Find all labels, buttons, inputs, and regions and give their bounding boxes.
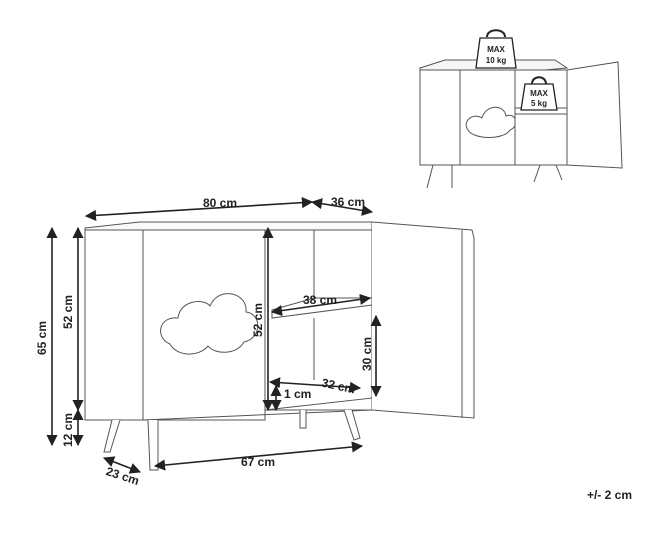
dim-shelf-depth: 32 cm (320, 376, 356, 397)
dim-width-total: 80 cm (203, 196, 237, 210)
small-cabinet-drawing (419, 59, 623, 189)
dim-depth-total: 36 cm (331, 195, 365, 209)
dim-shelf-gap: 30 cm (360, 337, 374, 371)
weight-icon-5kg: MAX 5 kg (520, 76, 558, 111)
cloud-cutout (160, 293, 259, 355)
weight-top-label: MAX (487, 45, 505, 54)
dim-depth-legs: 23 cm (104, 464, 141, 488)
weight-shelf-label: MAX (530, 89, 548, 98)
dim-shelf-width: 38 cm (303, 293, 337, 307)
dim-height-body: 52 cm (61, 295, 75, 329)
main-cabinet-drawing (84, 221, 475, 471)
weight-icon-10kg: MAX 10 kg (475, 29, 517, 69)
dim-height-legs: 12 cm (61, 413, 75, 447)
weight-shelf-value: 5 kg (531, 99, 547, 108)
dim-bottom-gap: 1 cm (284, 387, 311, 401)
dim-inner-height: 52 cm (251, 303, 265, 337)
weight-top-value: 10 kg (486, 56, 507, 65)
tolerance-note: +/- 2 cm (586, 488, 632, 502)
dim-height-total: 65 cm (35, 321, 49, 355)
dim-width-legs: 67 cm (241, 455, 275, 469)
dimension-lines (46, 197, 382, 474)
